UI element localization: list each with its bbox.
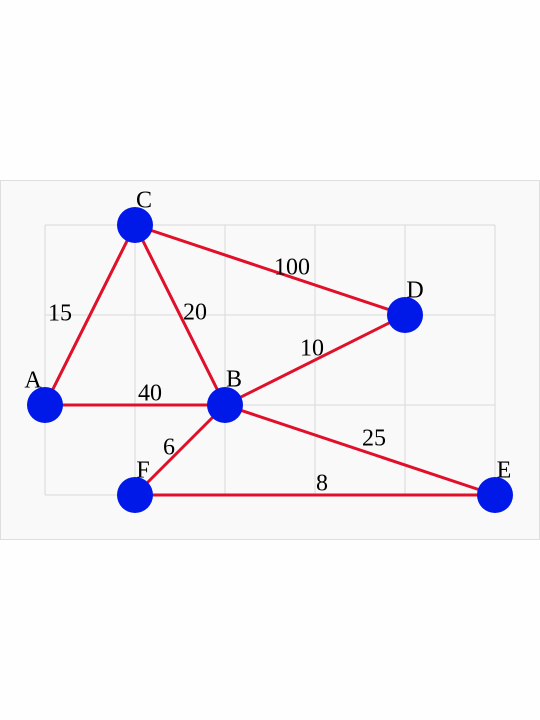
node-f [117, 477, 153, 513]
edge-f-b [133, 403, 227, 497]
node-label-d: D [406, 278, 423, 304]
diagram-panel [0, 180, 540, 540]
edge-weight-label: 8 [316, 471, 328, 497]
edge-b-e [224, 403, 496, 497]
edge-b-d [224, 313, 406, 407]
edge-weight-label: 15 [48, 301, 72, 327]
edge-weight-labels: 15 20 100 10 40 6 25 8 [48, 255, 386, 497]
node-label-f: F [136, 458, 149, 484]
edge-c-b [133, 224, 227, 406]
edge-weight-label: 6 [163, 435, 175, 461]
node-e [477, 477, 513, 513]
node-c [117, 207, 153, 243]
node-label-a: A [24, 368, 42, 394]
edge-weight-label: 10 [300, 336, 324, 362]
node-label-e: E [497, 458, 512, 484]
node-label-c: C [136, 188, 152, 214]
edges [43, 223, 496, 497]
node-b [207, 387, 243, 423]
node-label-b: B [226, 367, 242, 393]
node-a [27, 387, 63, 423]
edge-a-c [43, 224, 137, 406]
edge-weight-label: 20 [183, 300, 207, 326]
edge-weight-label: 40 [138, 381, 162, 407]
edge-c-d [134, 223, 406, 317]
node-d [387, 297, 423, 333]
nodes [27, 207, 513, 513]
node-labels: A B C D E F [24, 188, 511, 484]
edge-weight-label: 100 [274, 255, 310, 281]
edge-weight-label: 25 [362, 426, 386, 452]
